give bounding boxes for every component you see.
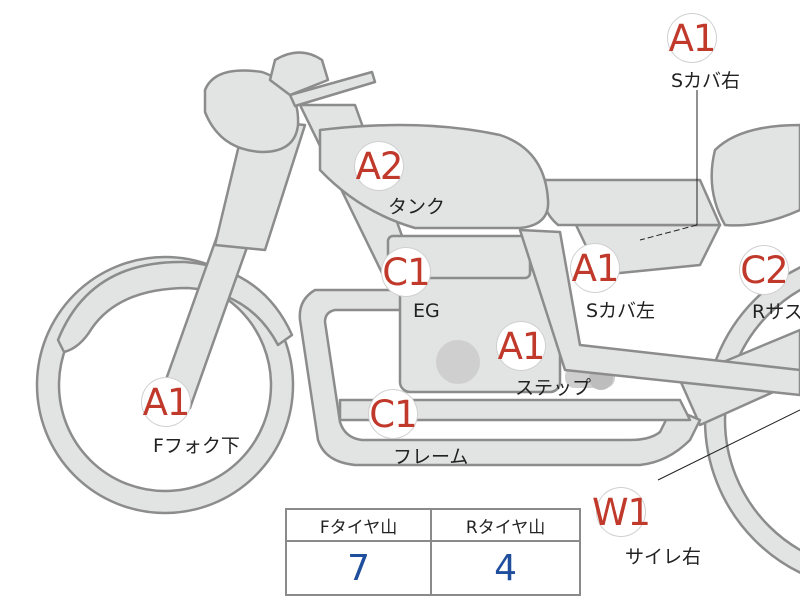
part-label-tank: タンク <box>388 196 446 218</box>
front-tire-header: Fタイヤ山 <box>284 508 433 542</box>
grade-badge-tank: A2 <box>355 142 403 190</box>
part-label-engine: EG <box>413 300 440 322</box>
leader-s-cover-right-dash <box>639 224 698 241</box>
grade-badge-step: A1 <box>497 322 545 370</box>
exhaust-lower <box>298 288 702 467</box>
tire-table-value-row: 7 4 <box>284 540 581 596</box>
tire-tread-table: Fタイヤ山 Rタイヤ山 7 4 <box>284 508 581 596</box>
rear-tire-header: Rタイヤ山 <box>430 508 581 542</box>
meter <box>268 51 330 97</box>
part-label-front-fork-lower: Fフォク下 <box>153 435 240 457</box>
seat <box>538 178 722 227</box>
rear-fender <box>710 123 800 227</box>
grade-badge-silencer-right: W1 <box>592 488 651 536</box>
part-label-step: ステップ <box>515 377 592 399</box>
part-label-s-cover-right: Sカバ右 <box>671 70 741 92</box>
part-label-rear-suspension: Rサス <box>752 301 800 323</box>
grade-badge-s-cover-left: A1 <box>571 244 619 292</box>
frame-lower-rail <box>338 398 692 422</box>
grade-badge-front-fork-lower: A1 <box>142 378 190 426</box>
frame-rear <box>518 228 800 397</box>
front-tire-value: 7 <box>284 540 433 596</box>
grade-badge-engine: C1 <box>382 248 431 296</box>
part-label-s-cover-left: Sカバ左 <box>586 300 656 322</box>
grade-badge-rear-suspension: C2 <box>740 246 789 294</box>
part-label-silencer-right: サイレ右 <box>625 546 702 568</box>
grade-badge-s-cover-right: A1 <box>668 14 716 62</box>
tire-table-header-row: Fタイヤ山 Rタイヤ山 <box>284 508 581 542</box>
grade-badge-frame: C1 <box>369 390 418 438</box>
part-label-frame: フレーム <box>393 446 469 468</box>
headlight <box>203 69 300 154</box>
handlebar <box>288 70 377 108</box>
engine-cover <box>436 340 480 384</box>
rear-tire-value: 4 <box>430 540 581 596</box>
leader-silencer <box>657 409 800 481</box>
